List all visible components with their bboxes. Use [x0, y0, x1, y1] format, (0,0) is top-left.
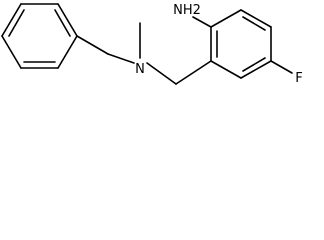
double-bond-inner	[242, 16, 266, 31]
double-bond-inner	[242, 57, 266, 72]
double-bond-inner	[54, 9, 71, 37]
fluorine-label: F	[295, 71, 302, 86]
benzyl-bond	[107, 53, 135, 64]
amine-label: NH2	[173, 3, 201, 18]
amine-bond	[192, 16, 212, 28]
bond	[240, 60, 272, 79]
ch2-ring-bond	[175, 60, 212, 85]
bond	[57, 3, 78, 37]
chemical-structure: N NH2 F	[1, 3, 303, 86]
bond	[1, 3, 22, 37]
fluorine-bond	[270, 60, 293, 74]
aniline-ring	[210, 9, 272, 79]
bond	[210, 60, 242, 79]
bond	[240, 9, 272, 28]
n-ch2-bond	[146, 62, 177, 85]
phenyl-ring	[1, 3, 78, 69]
bond	[57, 35, 78, 69]
benzyl-bond	[76, 35, 109, 55]
double-bond-inner	[8, 9, 25, 37]
bond	[210, 9, 242, 28]
nitrogen-label: N	[135, 62, 145, 77]
bond	[1, 35, 22, 69]
